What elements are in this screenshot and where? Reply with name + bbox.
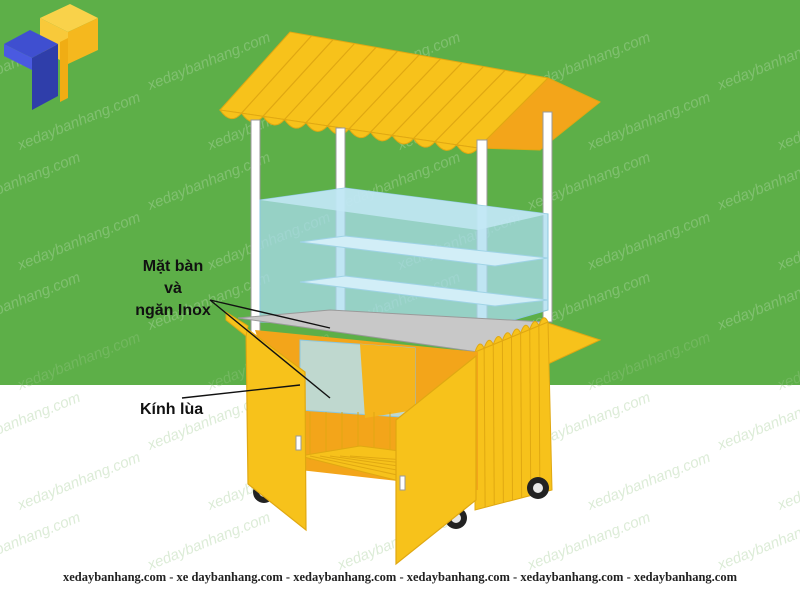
door-handle [295,435,302,451]
roof [218,31,601,154]
right-side-panel [474,317,553,511]
footer-watermark-text: xedaybanhang.com - xe daybanhang.com - x… [62,570,738,584]
t-cube-logo [4,4,98,110]
callout-lines [181,299,331,399]
wheel-right [527,477,549,499]
countertop-label-line1: Mặt bàn [142,258,204,275]
sliding-glass-label: Kính lùa [140,401,204,418]
countertop-callout: Mặt bàn và ngăn Inox [128,256,218,322]
countertop-label-line2: và [164,280,182,297]
left-door [245,326,307,532]
right-door [395,354,477,566]
glass-display-case [259,187,549,331]
door-handle [399,475,406,491]
countertop-label-line3: ngăn Inox [135,302,211,319]
